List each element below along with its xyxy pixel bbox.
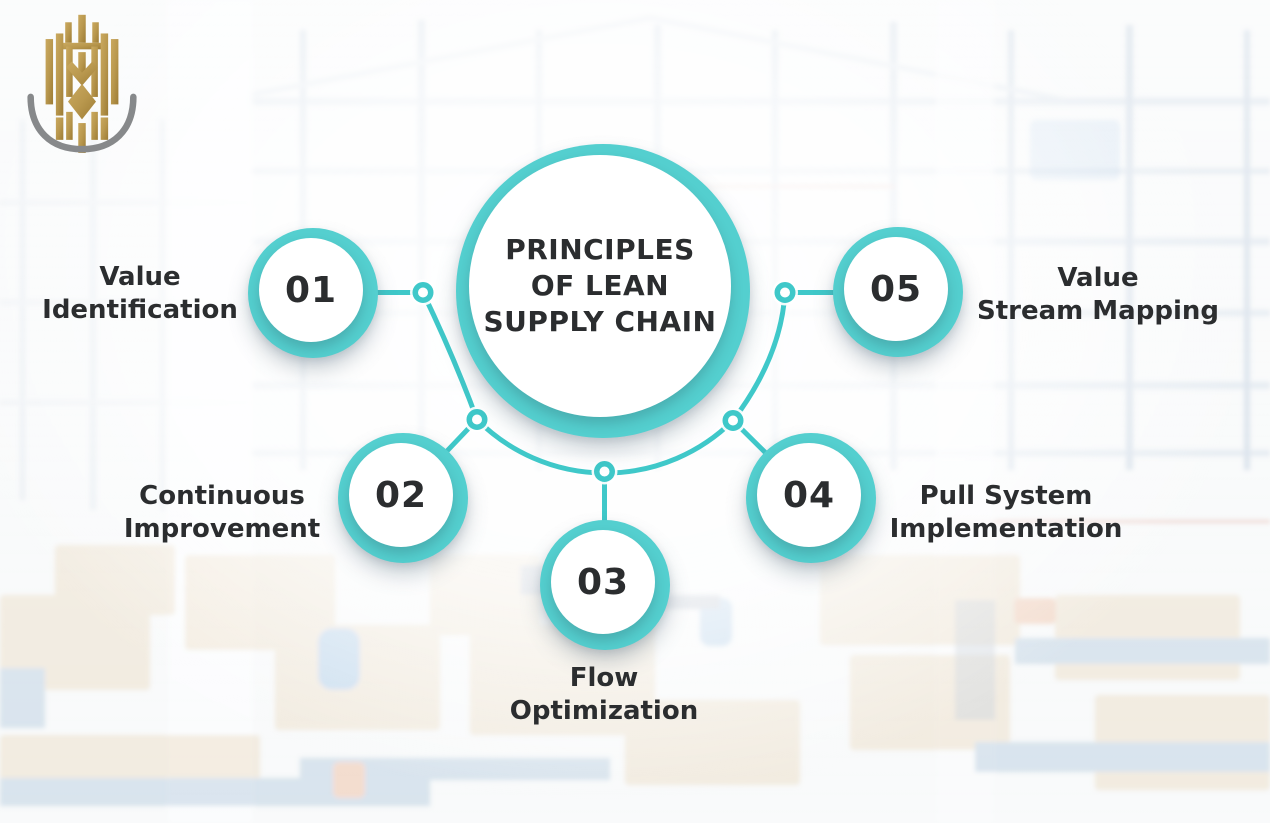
logo-arc: [27, 93, 137, 153]
principle-label-02-line2: Improvement: [123, 514, 321, 544]
principle-number-05: 05: [869, 268, 923, 310]
principle-number-04: 04: [782, 474, 836, 516]
principle-label-03-line2: Optimization: [509, 696, 699, 726]
connector-node-01: [410, 279, 436, 306]
principle-label-01-line1: Value: [99, 262, 181, 292]
principle-number-02: 02: [374, 474, 428, 516]
principle-circle-02: 02: [338, 433, 468, 563]
principle-label-03: Flow Optimization: [474, 662, 734, 728]
logo-crest: [45, 14, 119, 153]
principle-label-04-line1: Pull System: [919, 481, 1093, 511]
principle-circle-05: 05: [833, 227, 963, 357]
connector-diagonal-right: [730, 290, 788, 423]
connector-node-04: [720, 407, 746, 434]
principle-label-01-line2: Identification: [42, 295, 238, 325]
principle-label-02: Continuous Improvement: [92, 480, 352, 546]
central-circle-inner: PRINCIPLES OF LEAN SUPPLY CHAIN: [469, 155, 731, 417]
principle-label-02-line1: Continuous: [139, 481, 305, 511]
principle-label-05: Value Stream Mapping: [968, 262, 1228, 328]
principle-label-03-line1: Flow: [569, 663, 639, 693]
principle-label-05-line1: Value: [1057, 263, 1139, 293]
connector-node-05: [772, 279, 798, 306]
principle-label-04-line2: Implementation: [889, 514, 1123, 544]
principle-circle-01: 01: [248, 228, 378, 358]
principle-number-03: 03: [576, 561, 630, 603]
principle-label-05-line2: Stream Mapping: [977, 296, 1219, 326]
title-line-2: OF LEAN: [530, 269, 670, 302]
principle-circle-03: 03: [540, 520, 670, 650]
principle-number-01: 01: [284, 269, 338, 311]
title-line-1: PRINCIPLES: [505, 233, 695, 266]
connector-diagonal-left: [420, 290, 480, 422]
title-line-3: SUPPLY CHAIN: [483, 305, 717, 338]
connector-node-02: [464, 406, 490, 433]
central-circle: PRINCIPLES OF LEAN SUPPLY CHAIN: [456, 144, 750, 438]
page-title: PRINCIPLES OF LEAN SUPPLY CHAIN: [484, 232, 717, 340]
principle-label-01: Value Identification: [10, 261, 270, 327]
connector-node-03: [591, 458, 618, 485]
principle-circle-04: 04: [746, 433, 876, 563]
principle-label-04: Pull System Implementation: [876, 480, 1136, 546]
company-logo: [12, 6, 152, 158]
